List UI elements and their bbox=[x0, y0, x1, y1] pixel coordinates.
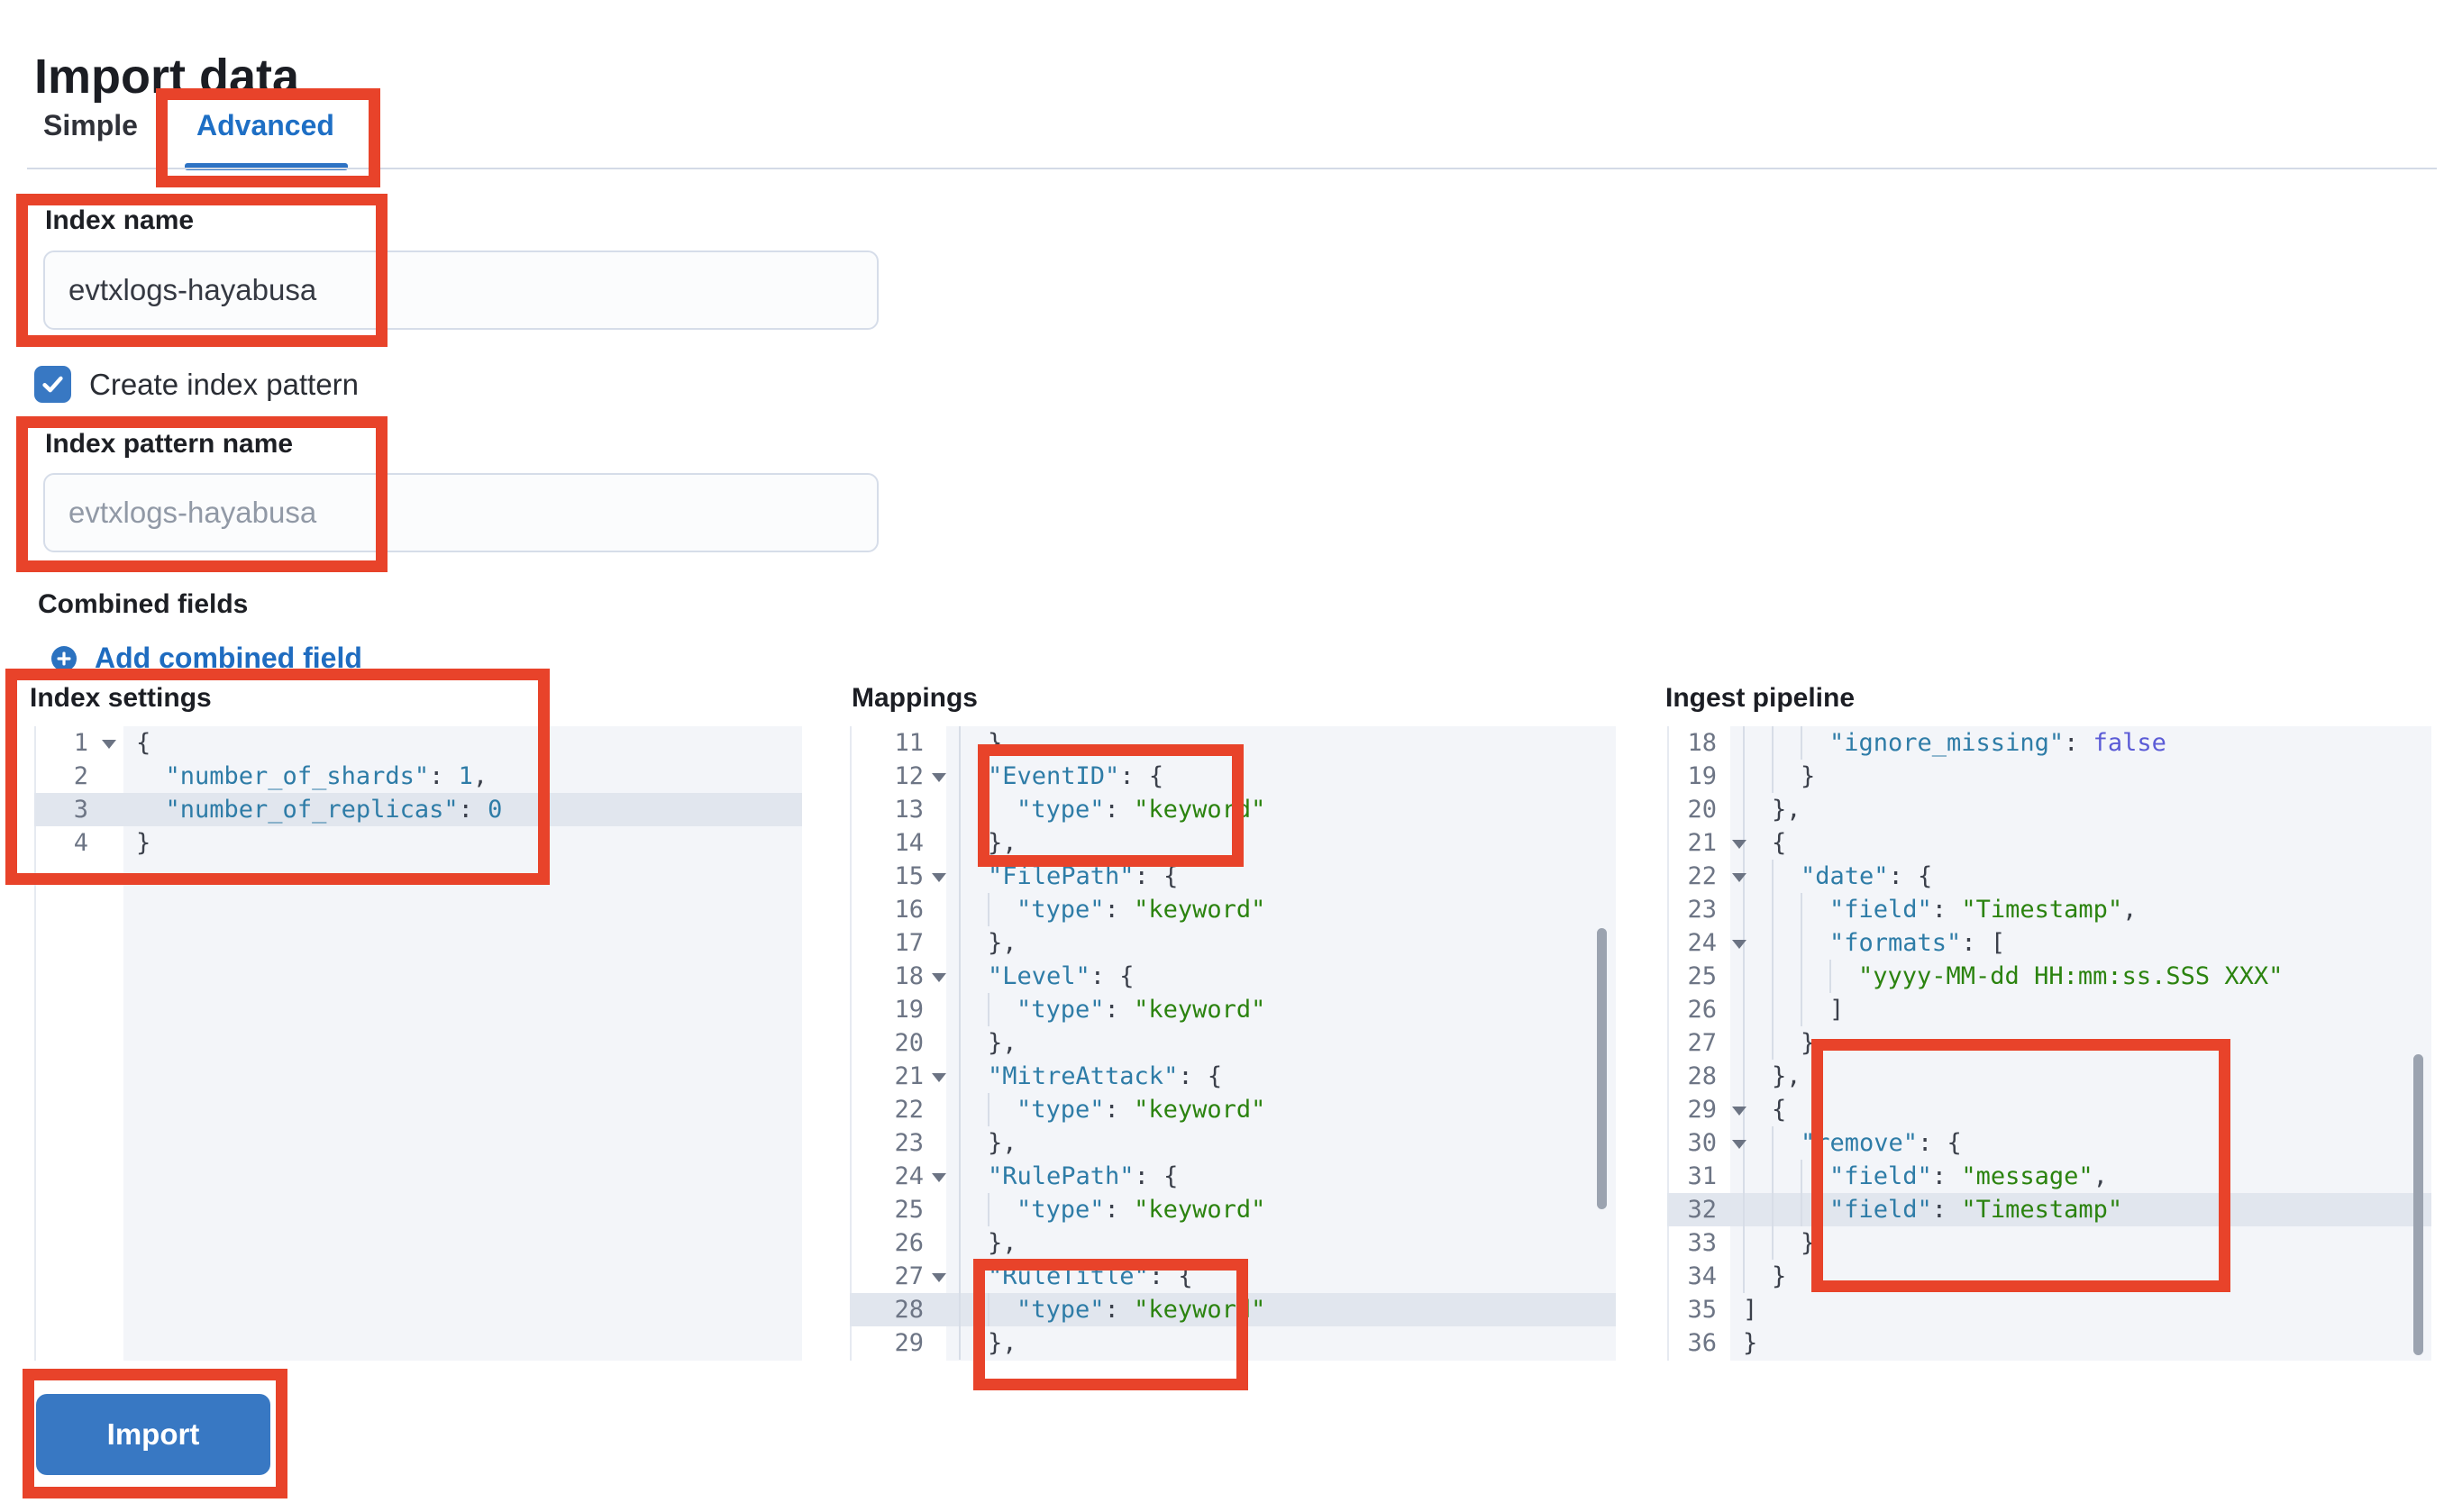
fold-arrow-icon[interactable] bbox=[932, 873, 946, 882]
fold-arrow-icon[interactable] bbox=[932, 1073, 946, 1082]
code-line-15[interactable]: 15"FilePath": { bbox=[850, 860, 1616, 893]
code-line-29[interactable]: 29{ bbox=[1667, 1093, 2431, 1126]
fold-arrow-icon[interactable] bbox=[1732, 840, 1746, 849]
index-pattern-name-label: Index pattern name bbox=[45, 429, 294, 459]
code-line-4[interactable]: 4} bbox=[73, 829, 151, 857]
code-line-33[interactable]: 33} bbox=[1667, 1226, 2431, 1260]
code-line-24[interactable]: 24"RulePath": { bbox=[850, 1160, 1616, 1193]
code-line-30[interactable]: 30"remove": { bbox=[1667, 1126, 2431, 1160]
code-line-3[interactable]: 3 "number_of_replicas": 0 bbox=[34, 793, 802, 826]
code-line-18[interactable]: 18"ignore_missing": false bbox=[1667, 726, 2431, 760]
active-tab-underline bbox=[185, 163, 348, 170]
code-line-2[interactable]: 2 "number_of_shards": 1, bbox=[73, 762, 488, 790]
fold-arrow-icon[interactable] bbox=[932, 773, 946, 782]
ingest-pipeline-label: Ingest pipeline bbox=[1665, 683, 1856, 713]
code-line-20[interactable]: 20}, bbox=[850, 1026, 1616, 1060]
fold-arrow-icon[interactable] bbox=[1732, 873, 1746, 882]
code-line-13[interactable]: 13"type": "keyword" bbox=[850, 793, 1616, 826]
code-line-1[interactable]: 1{ bbox=[73, 729, 151, 757]
mappings-scrollbar-thumb[interactable] bbox=[1597, 928, 1607, 1209]
editor-gutter bbox=[850, 726, 946, 1361]
code-line-25[interactable]: 25"yyyy-MM-dd HH:mm:ss.SSS XXX" bbox=[1667, 960, 2431, 993]
code-line-17[interactable]: 17}, bbox=[850, 926, 1616, 960]
mappings-label: Mappings bbox=[852, 683, 978, 713]
fold-arrow-icon[interactable] bbox=[1732, 940, 1746, 949]
editor-code-background bbox=[946, 726, 1616, 1361]
code-line-12[interactable]: 12"EventID": { bbox=[850, 760, 1616, 793]
code-line-16[interactable]: 16"type": "keyword" bbox=[850, 893, 1616, 926]
editor-gutter bbox=[34, 726, 123, 1361]
code-line-11[interactable]: 11}, bbox=[850, 726, 1616, 760]
tabs-divider bbox=[27, 168, 2437, 169]
code-line-26[interactable]: 26] bbox=[1667, 993, 2431, 1026]
code-line-28[interactable]: 28"type": "keyword" bbox=[850, 1293, 1616, 1326]
code-line-19[interactable]: 19"type": "keyword" bbox=[850, 993, 1616, 1026]
create-index-pattern-label: Create index pattern bbox=[89, 368, 360, 401]
code-line-35[interactable]: 35] bbox=[1687, 1296, 1758, 1324]
code-line-29[interactable]: 29}, bbox=[850, 1326, 1616, 1360]
fold-arrow-icon[interactable] bbox=[932, 973, 946, 982]
code-line-20[interactable]: 20}, bbox=[1667, 793, 2431, 826]
code-line-22[interactable]: 22"date": { bbox=[1667, 860, 2431, 893]
code-line-32[interactable]: 32"field": "Timestamp" bbox=[1667, 1193, 2431, 1226]
combined-fields-label: Combined fields bbox=[38, 589, 249, 619]
fold-arrow-icon[interactable] bbox=[1732, 1107, 1746, 1116]
tab-advanced[interactable]: Advanced bbox=[196, 109, 334, 141]
fold-arrow-icon[interactable] bbox=[102, 740, 116, 749]
editor-gutter bbox=[1667, 726, 1730, 1361]
code-line-27[interactable]: 27"RuleTitle": { bbox=[850, 1260, 1616, 1293]
editor-code-background bbox=[123, 726, 802, 1361]
code-line-21[interactable]: 21"MitreAttack": { bbox=[850, 1060, 1616, 1093]
code-line-31[interactable]: 31"field": "message", bbox=[1667, 1160, 2431, 1193]
code-line-36[interactable]: 36} bbox=[1687, 1329, 1758, 1357]
code-line-23[interactable]: 23"field": "Timestamp", bbox=[1667, 893, 2431, 926]
code-line-25[interactable]: 25"type": "keyword" bbox=[850, 1193, 1616, 1226]
create-index-pattern-checkbox[interactable] bbox=[34, 366, 71, 403]
index-name-input[interactable] bbox=[43, 250, 879, 330]
plus-in-circle-icon bbox=[51, 646, 77, 671]
page-title: Import data bbox=[34, 50, 300, 105]
index-settings-code-editor[interactable]: 1{ 2 "number_of_shards": 1, 3 "number_of_r… bbox=[34, 726, 802, 1361]
code-line-18[interactable]: 18"Level": { bbox=[850, 960, 1616, 993]
index-pattern-name-input[interactable] bbox=[43, 473, 879, 552]
fold-arrow-icon[interactable] bbox=[932, 1273, 946, 1282]
code-line-34[interactable]: 34} bbox=[1667, 1260, 2431, 1293]
import-button[interactable]: Import bbox=[36, 1394, 270, 1475]
fold-arrow-icon[interactable] bbox=[1732, 1140, 1746, 1149]
code-line-24[interactable]: 24"formats": [ bbox=[1667, 926, 2431, 960]
tab-simple[interactable]: Simple bbox=[43, 109, 138, 141]
checkmark-icon bbox=[42, 376, 63, 393]
pipeline-scrollbar-thumb[interactable] bbox=[2413, 1054, 2423, 1355]
code-line-23[interactable]: 23}, bbox=[850, 1126, 1616, 1160]
code-line-22[interactable]: 22"type": "keyword" bbox=[850, 1093, 1616, 1126]
fold-arrow-icon[interactable] bbox=[932, 1173, 946, 1182]
code-line-28[interactable]: 28}, bbox=[1667, 1060, 2431, 1093]
code-line-26[interactable]: 26}, bbox=[850, 1226, 1616, 1260]
index-name-label: Index name bbox=[45, 205, 195, 235]
mappings-code-editor[interactable]: 11},12"EventID": {13"type": "keyword"14}… bbox=[850, 726, 1616, 1361]
index-settings-label: Index settings bbox=[30, 683, 212, 713]
code-line-21[interactable]: 21{ bbox=[1667, 826, 2431, 860]
code-line-19[interactable]: 19} bbox=[1667, 760, 2431, 793]
code-line-27[interactable]: 27} bbox=[1667, 1026, 2431, 1060]
code-line-14[interactable]: 14}, bbox=[850, 826, 1616, 860]
add-combined-field-label: Add combined field bbox=[95, 642, 362, 674]
